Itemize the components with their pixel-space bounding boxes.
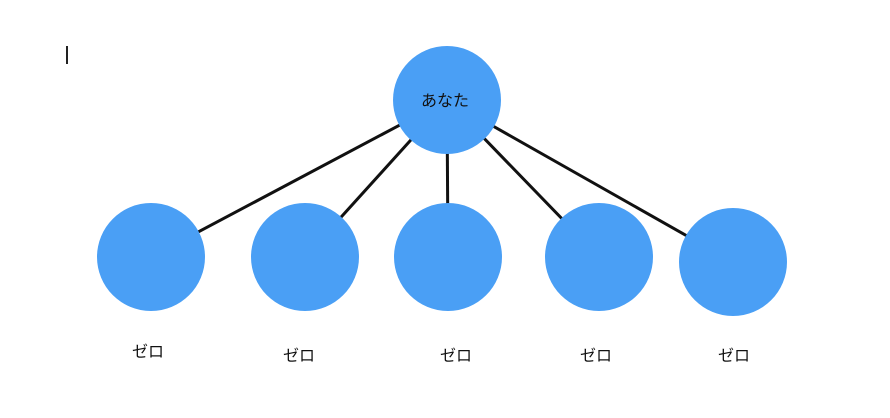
child-node-4[interactable] bbox=[545, 203, 653, 311]
edge-root-child-5 bbox=[446, 98, 734, 264]
child-caption-1: ゼロ bbox=[132, 342, 164, 361]
child-node-circle bbox=[545, 203, 653, 311]
child-node-circle bbox=[251, 203, 359, 311]
child-node-circle bbox=[679, 208, 787, 316]
child-caption-5: ゼロ bbox=[718, 346, 750, 365]
child-node-circle bbox=[394, 203, 502, 311]
child-caption-4: ゼロ bbox=[580, 346, 612, 365]
child-caption-3: ゼロ bbox=[440, 346, 472, 365]
root-node[interactable]: あなた bbox=[393, 46, 501, 154]
child-node-circle bbox=[97, 203, 205, 311]
child-node-1[interactable] bbox=[97, 203, 205, 311]
child-node-2[interactable] bbox=[251, 203, 359, 311]
child-node-3[interactable] bbox=[394, 203, 502, 311]
root-node-label: あなた bbox=[421, 91, 469, 110]
text-cursor bbox=[66, 46, 68, 64]
child-caption-2: ゼロ bbox=[283, 346, 315, 365]
edge-root-child-1 bbox=[150, 98, 448, 259]
root-node-circle bbox=[393, 46, 501, 154]
child-node-5[interactable] bbox=[679, 208, 787, 316]
